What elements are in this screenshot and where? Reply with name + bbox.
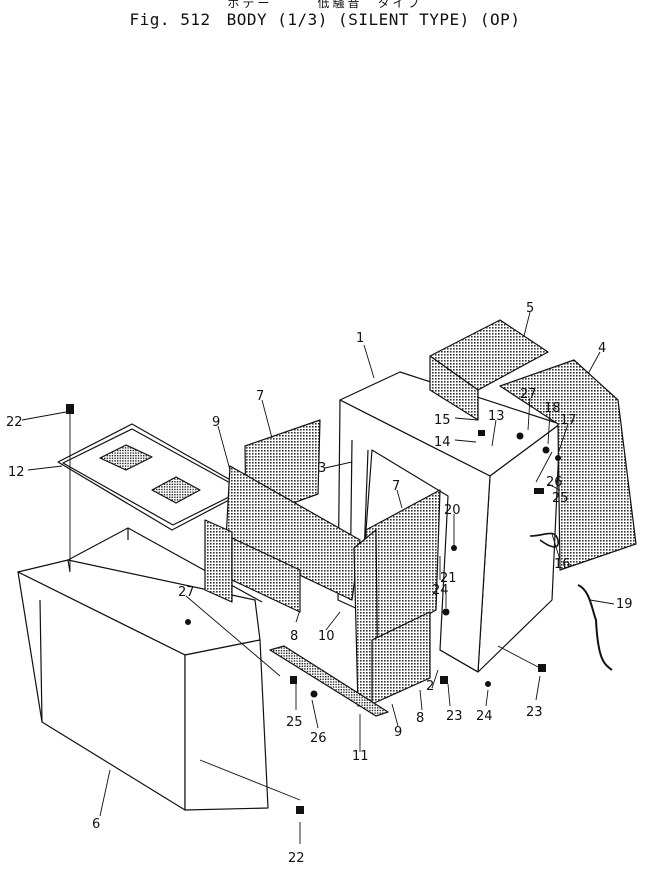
part-label-12: 12 — [8, 465, 25, 480]
front-hood — [17, 527, 269, 811]
part-label-9a: 9 — [212, 415, 220, 430]
figure-number: Fig. 512 — [129, 10, 211, 29]
handle-16 — [529, 532, 559, 548]
part-label-4: 4 — [598, 341, 606, 356]
part-label-26a: 26 — [310, 731, 327, 746]
bottom-strip — [269, 645, 389, 717]
figure-title: Fig. 512 BODY (1/3) (SILENT TYPE) (OP) — [0, 10, 650, 29]
part-label-25a: 25 — [286, 715, 303, 730]
part-label-22b: 22 — [288, 851, 305, 866]
top-cover-plate — [57, 423, 249, 531]
part-label-24b: 24 — [476, 709, 493, 724]
part-label-23a: 23 — [446, 709, 463, 724]
part-label-21: 21 — [440, 571, 457, 586]
part-label-25b: 25 — [552, 491, 569, 506]
part-label-17: 17 — [560, 413, 577, 428]
part-label-23b: 23 — [526, 705, 543, 720]
part-label-11: 11 — [352, 749, 369, 764]
part-label-2: 2 — [426, 679, 434, 694]
japanese-title: ボデー 低騒音 タイプ — [227, 0, 423, 10]
part-label-19: 19 — [616, 597, 633, 612]
part-label-8a: 8 — [290, 629, 298, 644]
part-label-18: 18 — [544, 401, 561, 416]
part-label-10: 10 — [318, 629, 335, 644]
part-label-26b: 26 — [546, 475, 563, 490]
part-label-7b: 7 — [392, 479, 400, 494]
part-labels: 22 12 1 5 4 7 9 3 7 15 14 13 27 18 17 26… — [6, 301, 633, 866]
rod-19 — [577, 584, 613, 671]
part-label-27a: 27 — [178, 585, 195, 600]
insulation-pad-10 — [225, 465, 361, 601]
part-label-9b: 9 — [394, 725, 402, 740]
main-housing — [337, 371, 561, 673]
part-label-13: 13 — [488, 409, 505, 424]
figure-caption: BODY (1/3) (SILENT TYPE) (OP) — [226, 10, 521, 29]
part-label-16: 16 — [554, 557, 571, 572]
part-label-6: 6 — [92, 817, 100, 832]
part-label-5: 5 — [526, 301, 534, 316]
part-label-20: 20 — [444, 503, 461, 518]
part-label-14: 14 — [434, 435, 451, 450]
insulation-pad-8b — [371, 611, 431, 705]
fasteners — [66, 404, 561, 814]
part-label-24a: 24 — [432, 583, 449, 598]
part-label-3: 3 — [318, 461, 326, 476]
insulation-pad-8a — [231, 537, 301, 613]
insulation-pad-9a — [204, 519, 233, 603]
part-label-7a: 7 — [256, 389, 264, 404]
part-label-22a: 22 — [6, 415, 23, 430]
part-label-1: 1 — [356, 331, 364, 346]
part-label-27b: 27 — [520, 387, 537, 402]
side-panel — [499, 359, 637, 571]
part-label-15: 15 — [434, 413, 451, 428]
part-label-8b: 8 — [416, 711, 424, 726]
